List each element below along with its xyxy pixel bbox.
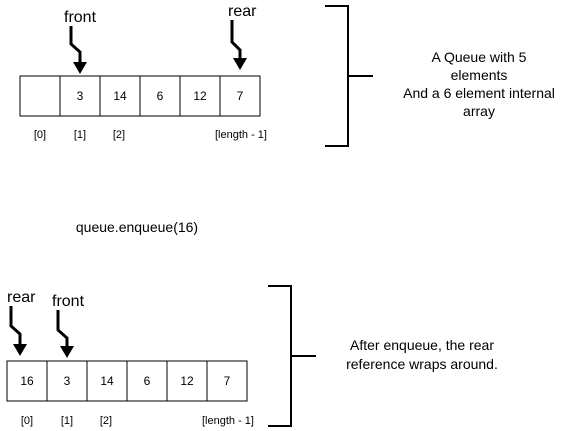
- bottom-cell-4-value: 12: [180, 374, 194, 388]
- top-array-cell: [19, 75, 61, 117]
- bottom-bracket: [268, 285, 316, 427]
- top-cell-5-value: 7: [237, 89, 244, 103]
- bottom-front-arrow-shaft: [56, 310, 69, 348]
- top-array-cell: 3: [59, 75, 101, 117]
- bottom-panel: rear front 16 3 14: [6, 285, 498, 427]
- bottom-array-cell: 12: [166, 360, 208, 402]
- top-rear-label: rear: [228, 3, 257, 20]
- top-description: A Queue with 5 elements And a 6 element …: [403, 49, 555, 119]
- top-rear-arrow: [230, 20, 247, 70]
- bottom-index-2: [2]: [100, 415, 112, 427]
- top-cell-1-box: [59, 75, 101, 117]
- bottom-array-cell: 7: [206, 360, 248, 402]
- top-description-line: array: [463, 103, 495, 119]
- bottom-description: After enqueue, the rear reference wraps …: [346, 337, 498, 372]
- bottom-front-arrow: [56, 310, 74, 358]
- bottom-description-line: After enqueue, the rear: [350, 337, 494, 353]
- bottom-array-cell: 16: [6, 360, 48, 402]
- top-array-cell: 7: [219, 75, 261, 117]
- top-array-cell: 14: [99, 75, 141, 117]
- bottom-description-line: reference wraps around.: [346, 356, 498, 372]
- top-index-2: [2]: [113, 129, 125, 141]
- top-description-line: A Queue with 5: [432, 49, 527, 65]
- top-cell-0-box: [19, 75, 61, 117]
- top-panel: front rear 3 14: [19, 3, 555, 147]
- bottom-rear-label: rear: [7, 289, 36, 306]
- top-cell-5-box: [219, 75, 261, 117]
- top-index-last: [length - 1]: [215, 129, 267, 141]
- top-description-line: And a 6 element internal: [403, 85, 555, 101]
- bottom-cell-3-box: [126, 360, 168, 402]
- top-cell-3-value: 6: [157, 89, 164, 103]
- bottom-cell-3-value: 6: [144, 374, 151, 388]
- top-bracket: [325, 5, 373, 147]
- bottom-cell-5-box: [206, 360, 248, 402]
- top-cell-4-value: 12: [193, 89, 207, 103]
- bottom-rear-arrow-head: [13, 344, 27, 356]
- bottom-cell-4-box: [166, 360, 208, 402]
- top-array-cell: 6: [139, 75, 181, 117]
- bottom-cell-1-box: [46, 360, 88, 402]
- bottom-rear-arrow: [9, 306, 27, 356]
- top-index-1: [1]: [74, 129, 86, 141]
- top-array: 3 14 6 12 7: [19, 75, 261, 117]
- bottom-array-cell: 6: [126, 360, 168, 402]
- top-description-line: elements: [451, 67, 508, 83]
- bottom-array: 16 3 14 6 12 7: [6, 360, 248, 402]
- bottom-cell-0-box: [6, 360, 48, 402]
- top-rear-arrow-shaft: [230, 20, 242, 60]
- bottom-array-cell: 14: [86, 360, 128, 402]
- top-rear-arrow-head: [233, 58, 247, 70]
- top-cell-3-box: [139, 75, 181, 117]
- bottom-cell-2-box: [86, 360, 128, 402]
- enqueue-operation-label: queue.enqueue(16): [76, 219, 198, 235]
- top-index-0: [0]: [34, 129, 46, 141]
- bottom-front-label: front: [52, 293, 85, 310]
- bottom-rear-arrow-shaft: [9, 306, 22, 346]
- bottom-cell-5-value: 7: [224, 374, 231, 388]
- bottom-front-arrow-head: [60, 346, 74, 358]
- top-front-arrow-head: [73, 62, 87, 74]
- bottom-cell-2-value: 14: [100, 374, 114, 388]
- bottom-index-last: [length - 1]: [202, 415, 254, 427]
- bottom-cell-1-value: 3: [64, 374, 71, 388]
- top-cell-1-value: 3: [77, 89, 84, 103]
- bottom-cell-0-value: 16: [20, 374, 34, 388]
- top-front-arrow-shaft: [69, 26, 82, 64]
- bottom-array-cell: 3: [46, 360, 88, 402]
- top-cell-2-box: [99, 75, 141, 117]
- top-array-cell: 12: [179, 75, 221, 117]
- top-cell-2-value: 14: [113, 89, 127, 103]
- bottom-index-1: [1]: [61, 415, 73, 427]
- bottom-index-0: [0]: [21, 415, 33, 427]
- top-front-arrow: [69, 26, 87, 74]
- top-front-label: front: [64, 9, 97, 26]
